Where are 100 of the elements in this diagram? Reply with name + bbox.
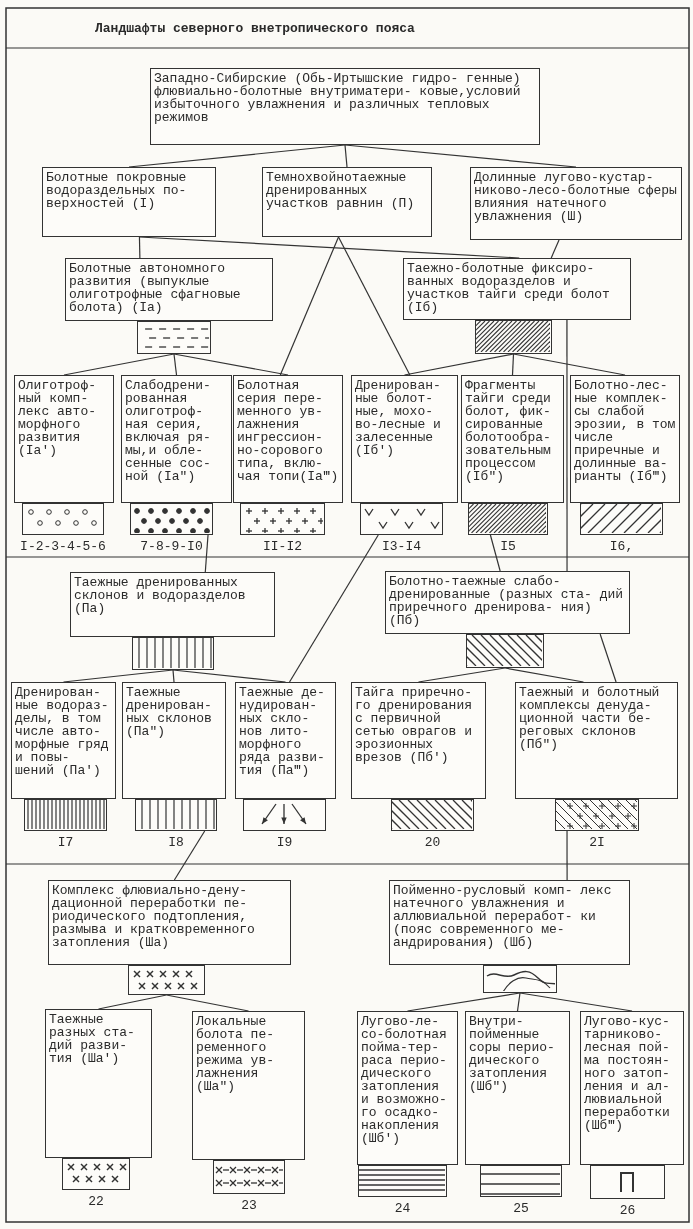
- connector-line: [173, 830, 206, 881]
- landscape-description: Болотная серия пере- менного ув- лажнения ингрессион- но-сорового типа, вклю- чая топи(Iа‴): [237, 379, 339, 483]
- connector-line: [566, 319, 568, 572]
- landscape-description: Фрагменты тайги среди болот, фик- сированные болотообра- зовательным процессом (Iб″): [465, 379, 552, 483]
- swatch-number: I8: [167, 835, 185, 850]
- swatch-number: I9: [275, 835, 294, 850]
- landscape-box: [580, 1011, 684, 1165]
- pattern-swatch: [483, 965, 557, 993]
- connector-line: [173, 353, 178, 376]
- landscape-box: [403, 258, 631, 320]
- landscape-box: [42, 167, 216, 237]
- swatch-number: 7-8-9-I0: [139, 539, 204, 554]
- landscape-box: [465, 1011, 570, 1165]
- landscape-description: Лугово-кус- тарниково- лесная пой- ма постоян- ного затоп- ления и ал- лювиальной переработки (Шб‴): [584, 1015, 671, 1132]
- connector-line: [566, 830, 568, 881]
- pattern-swatch: [391, 799, 474, 831]
- connector-line: [344, 144, 348, 168]
- pattern-swatch: [358, 1165, 447, 1197]
- landscape-description: Болотные автономного развития (выпуклые олиготрофные сфагновые болота) (Iа): [69, 262, 242, 314]
- landscape-box: [351, 682, 486, 799]
- swatch-number: I7: [56, 835, 75, 850]
- landscape-description: Темнохвойнотаежные дренированных участков равнин (П): [266, 171, 416, 210]
- pattern-swatch: [466, 634, 544, 668]
- swatch-number: I3-I4: [381, 539, 422, 554]
- landscape-description: Пойменно-русловый комп- лекс натечного увлажнения и аллювиальной переработ- ки (пояс современного ме- андрирования) (Шб): [393, 884, 613, 949]
- connector-line: [511, 353, 515, 376]
- landscape-description: Западно-Сибирские (Обь-Иртышские гидро- генные) флювиально-болотные внутриматери- ковые,условий избыточного увлажнения и различных тепловых режимов: [154, 72, 522, 124]
- landscape-description: Локальные болота пе- ременного режима ув- лажнения (Шa″): [196, 1015, 275, 1093]
- landscape-box: [570, 375, 680, 503]
- landscape-description: Таежно-болотные фиксиро- ванных водоразделов и участков тайги среди болот (Iб): [407, 262, 611, 314]
- landscape-box: [262, 167, 432, 237]
- landscape-box: [235, 682, 336, 799]
- pattern-swatch: [130, 503, 213, 535]
- swatch-number: I6,: [608, 539, 635, 554]
- pattern-swatch: [135, 799, 217, 831]
- landscape-description: Таежные де- нудирован- ных скло- нов лито- морфного ряда разви- тия (Пa‴): [239, 686, 326, 777]
- connector-line: [288, 534, 379, 683]
- pattern-swatch: [590, 1165, 665, 1199]
- swatch-number: 22: [87, 1194, 105, 1209]
- landscape-box: [192, 1011, 305, 1160]
- pattern-swatch: [243, 799, 326, 831]
- landscape-box: [65, 258, 273, 321]
- connector-line: [172, 669, 175, 683]
- swatch-number: I5: [499, 539, 517, 554]
- landscape-box: [11, 682, 116, 799]
- landscape-description: Тайга приречно- го дренирования с первичной сетью оврагов и эрозионных врезов (Пб′): [355, 686, 474, 764]
- pattern-swatch: [62, 1158, 130, 1190]
- pattern-swatch: [468, 503, 548, 535]
- landscape-box: [385, 571, 630, 634]
- landscape-box: [48, 880, 291, 965]
- connector-line: [204, 534, 209, 573]
- connector-line: [599, 633, 617, 683]
- swatch-number: 2I: [588, 835, 606, 850]
- landscape-description: Болотные покровные водораздельных по- верхностей (I): [46, 171, 188, 210]
- connector-line: [489, 534, 501, 572]
- swatch-number: 24: [393, 1201, 412, 1216]
- swatch-number: I-2-3-4-5-6: [19, 539, 107, 554]
- landscape-box: [470, 167, 682, 240]
- swatch-number: 20: [423, 835, 442, 850]
- landscape-box: [150, 68, 540, 145]
- landscape-description: Таежные дренированных склонов и водоразделов (Пa): [74, 576, 247, 615]
- pattern-swatch: [137, 321, 211, 354]
- landscape-box: [14, 375, 114, 503]
- landscape-description: Болотно-таежные слабо- дренированные (разных ста- дий приречного дренирова- ния) (Пб): [389, 575, 625, 627]
- landscape-box: [122, 682, 226, 799]
- connector-line: [516, 992, 521, 1012]
- landscape-description: Комплекс флювиально-дену- дационной переработки пе- риодического подтопления, размыва и кратковременного затопления (Шa): [52, 884, 256, 949]
- pattern-swatch: [213, 1160, 285, 1194]
- swatch-number: 23: [240, 1198, 258, 1213]
- landscape-box: [121, 375, 232, 503]
- pattern-swatch: [360, 503, 443, 535]
- landscape-box: [233, 375, 343, 503]
- pattern-swatch: [580, 503, 663, 535]
- landscape-description: Болотно-лес- ные комплек- сы слабой эрозии, в том числе приречные и долинные ва- рианты (Iб‴): [574, 379, 676, 483]
- landscape-box: [357, 1011, 458, 1165]
- pattern-swatch: [132, 637, 214, 670]
- pattern-swatch: [24, 799, 107, 831]
- landscape-box: [461, 375, 564, 503]
- pattern-swatch: [240, 503, 325, 535]
- connector-line: [337, 236, 411, 376]
- pattern-swatch: [22, 503, 104, 535]
- swatch-number: 25: [512, 1201, 530, 1216]
- landscape-description: Олиготроф- ный комп- лекс авто- морфного развития (Iа′): [18, 379, 97, 457]
- landscape-box: [70, 572, 275, 637]
- landscape-description: Таежный и болотный комплексы денуда- ционной части бе- реговых склонов (Пб″): [519, 686, 661, 751]
- pattern-swatch: [475, 320, 552, 354]
- swatch-number: II-I2: [262, 539, 303, 554]
- landscape-description: Таежные разных ста- дий разви- тия (Шa′): [49, 1013, 136, 1065]
- landscape-description: Лугово-ле- со-болотная пойма-тер- раса перио- дического затопления и возможно- го осадко- накопления (Шб′): [361, 1015, 448, 1145]
- diagram-title: Ландшафты северного внетропического пояса: [95, 21, 415, 36]
- landscape-description: Дренирован- ные болот- ные, мохо- во-лесные и залесенные (Iб′): [355, 379, 442, 457]
- pattern-swatch: [555, 799, 639, 831]
- landscape-box: [351, 375, 458, 503]
- landscape-box: [515, 682, 678, 799]
- landscape-description: Дренирован- ные водораз- делы, в том числе авто- морфные гряд и повы- шений (Пa′): [15, 686, 110, 777]
- landscape-box: [389, 880, 630, 965]
- connector-line: [138, 236, 141, 259]
- connector-line: [279, 236, 340, 376]
- landscape-box: [45, 1009, 152, 1158]
- pattern-swatch: [128, 965, 205, 995]
